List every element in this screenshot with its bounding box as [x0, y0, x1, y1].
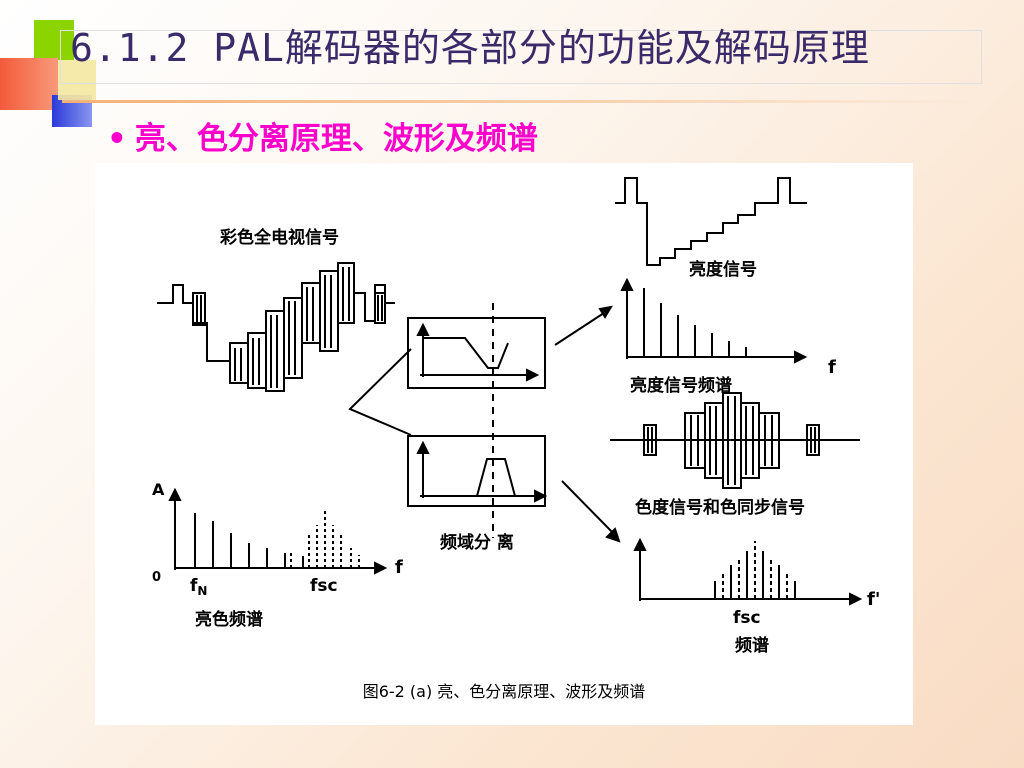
axis-f3: f': [867, 589, 880, 610]
arrow-to-luma: [554, 310, 608, 346]
label-fsc2: fsc: [733, 608, 761, 628]
figure-caption: 图6-2 (a) 亮、色分离原理、波形及频谱: [362, 682, 646, 701]
label-combined-spectrum: 亮色频谱: [195, 609, 263, 630]
branch-lines: [348, 348, 412, 436]
axis-A: A: [152, 480, 165, 499]
bullet-item: •亮、色分离原理、波形及频谱: [107, 113, 538, 158]
bullet-dot: •: [107, 121, 127, 157]
label-freq-sep: 频域分 离: [440, 532, 514, 553]
title-underline: [62, 100, 982, 103]
axis-f1: f: [828, 357, 836, 378]
title-frame: [60, 30, 982, 84]
composite-waveform: [157, 262, 395, 392]
bandpass-filter-curve: [416, 440, 548, 503]
decor-block-red: [0, 58, 58, 110]
combined-spectrum: [168, 487, 388, 575]
label-chroma-spectrum: 频谱: [735, 635, 769, 656]
luma-spectrum: [620, 277, 808, 364]
chroma-spectrum: [633, 537, 863, 606]
axis-zero: 0: [152, 570, 161, 585]
diagram-svg: 彩色全电视信号 亮度信号 亮度信号频谱 f 色度信号和色同步信号 频域分 离 A…: [152, 177, 880, 656]
bandpass-filter-box: [407, 435, 546, 507]
arrow-to-chroma: [561, 480, 616, 536]
label-composite: 彩色全电视信号: [219, 227, 339, 248]
notch-filter-box: [407, 317, 546, 389]
label-fN: fN: [190, 576, 207, 598]
label-chroma: 色度信号和色同步信号: [635, 497, 805, 518]
figure: 彩色全电视信号 亮度信号 亮度信号频谱 f 色度信号和色同步信号 频域分 离 A…: [95, 163, 913, 725]
slide-title: 6.1.2 PAL解码器的各部分的功能及解码原理: [70, 26, 870, 70]
label-luma-spectrum: 亮度信号频谱: [630, 375, 732, 396]
notch-filter-curve: [416, 322, 540, 382]
decor-block-yellow: [58, 60, 96, 100]
luma-waveform: [615, 177, 807, 266]
decor-block-green: [34, 20, 74, 60]
axis-f2: f: [395, 557, 403, 578]
bullet-text: 亮、色分离原理、波形及频谱: [134, 121, 538, 157]
label-fsc1: fsc: [310, 576, 338, 596]
label-luma: 亮度信号: [689, 259, 757, 280]
chroma-waveform: [610, 392, 860, 489]
